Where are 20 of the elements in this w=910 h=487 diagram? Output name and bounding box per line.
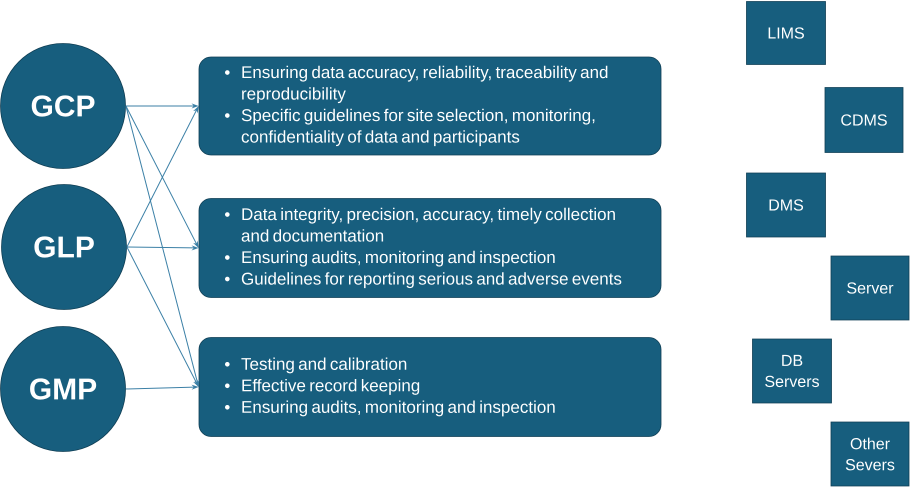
- list-item: Guidelines for reporting serious and adverse events: [242, 272, 622, 288]
- rounded-box: [198, 198, 662, 298]
- list-item: Ensuring audits, monitoring and inspection: [242, 400, 555, 416]
- list-item: Ensuring data accuracy, reliability, traceability and reproducibility: [242, 66, 608, 104]
- square-box: Other Severs: [830, 422, 910, 486]
- rounded-box: [198, 56, 662, 156]
- list-item: Specific guidelines for site selection, monitoring, confidentiality of data and participants: [242, 108, 594, 146]
- list-item: Data integrity, precision, accuracy, timely collection and documentation: [242, 208, 615, 242]
- square-box: DB Servers: [752, 338, 832, 404]
- square-box: CDMS: [824, 87, 904, 153]
- rounded-box: [198, 337, 662, 437]
- square-box: LIMS: [746, 1, 826, 65]
- list-item: Effective record keeping: [242, 378, 420, 395]
- list-item: Ensuring audits, monitoring and inspection: [242, 250, 555, 267]
- square-box: Server: [830, 256, 910, 320]
- circle-node: GLP: [1, 184, 127, 310]
- list-item: Testing and calibration: [241, 357, 406, 374]
- circle-node: GCP: [0, 43, 126, 169]
- circle-node: GMP: [0, 326, 126, 452]
- square-box: DMS: [746, 172, 826, 238]
